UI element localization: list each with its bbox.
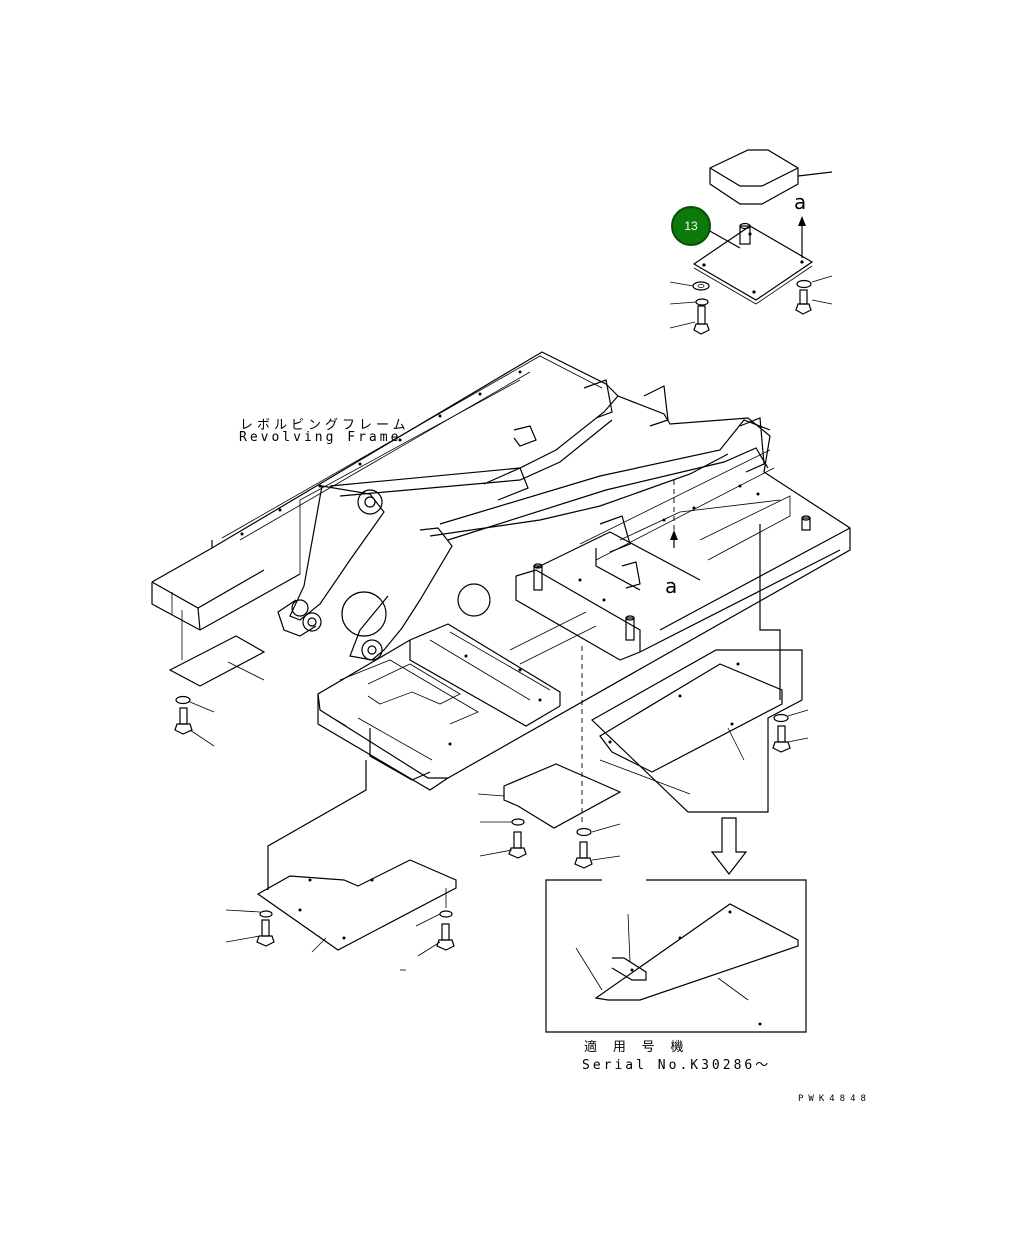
callout-badge-label: 13: [684, 219, 698, 233]
serial-label-en: Serial No.K30286～: [582, 1058, 772, 1073]
top-cover-assembly: [669, 149, 833, 335]
rear-under-cover: [225, 760, 457, 971]
drawing-code: PWK4848: [798, 1094, 871, 1104]
serial-label-jp: 適 用 号 機: [584, 1040, 688, 1055]
revolving-frame: [151, 351, 851, 822]
center-under-cover: [477, 763, 622, 869]
arrow-label-top: a: [794, 190, 807, 214]
frame-label-jp: レボルビングフレーム: [240, 418, 410, 433]
serial-inset-box: [545, 879, 807, 1033]
callout-badge-13[interactable]: 13: [671, 206, 711, 246]
frame-label-en: Revolving Frame: [239, 430, 402, 445]
arrow-label-mid: a: [665, 574, 678, 598]
right-under-cover: [591, 524, 809, 875]
left-under-cover: [168, 610, 266, 747]
